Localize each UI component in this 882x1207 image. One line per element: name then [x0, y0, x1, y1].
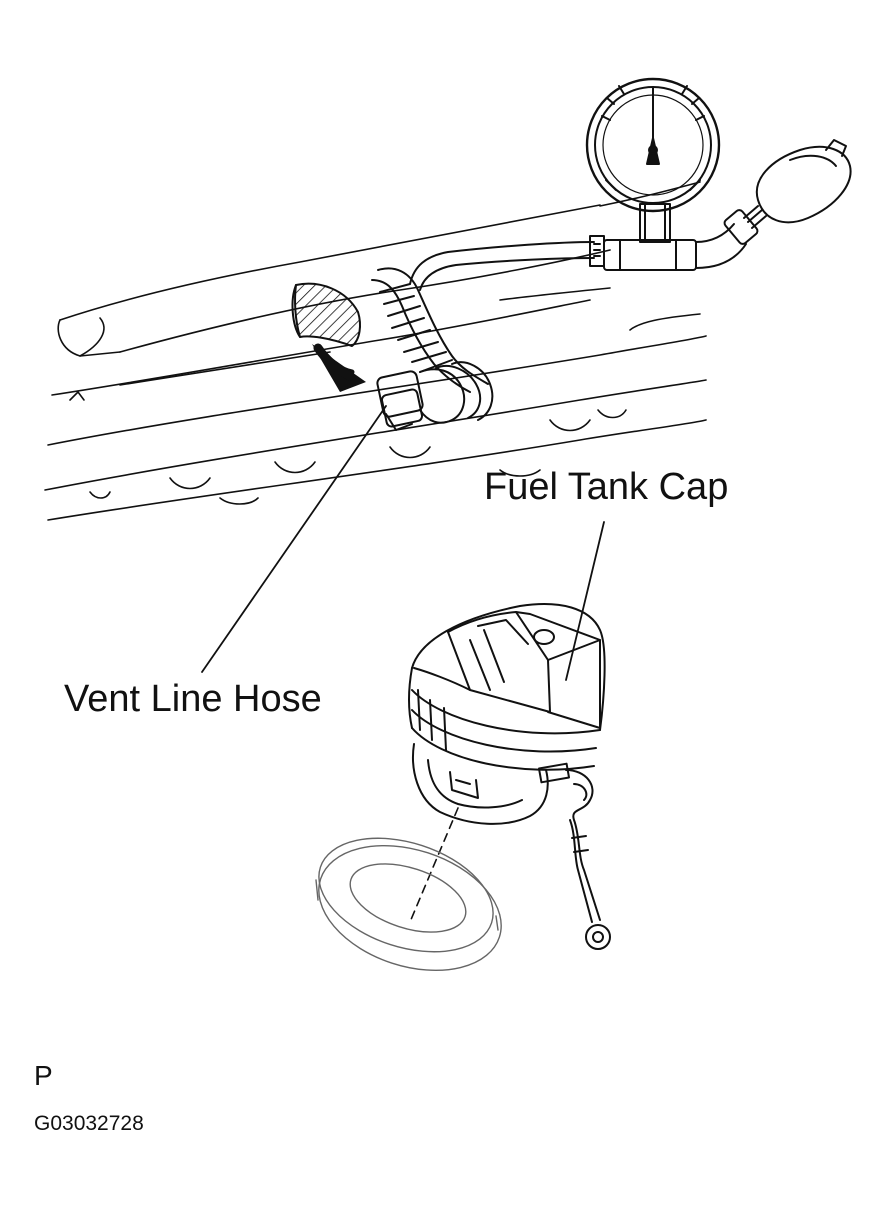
view-code-label: P	[34, 1060, 53, 1091]
hand-pump-bulb-icon	[696, 140, 851, 268]
gauge-tube	[410, 236, 604, 290]
filler-opening	[293, 284, 360, 346]
pressure-gauge-icon	[587, 79, 719, 211]
vent-line-hose-label: Vent Line Hose	[64, 678, 322, 720]
tee-fitting	[604, 204, 696, 270]
figure-id-label: G03032728	[34, 1112, 144, 1135]
filler-neck-ring	[303, 818, 518, 992]
vehicle-frame-lines	[45, 182, 706, 520]
fuel-tank-cap	[409, 604, 610, 949]
leader-vent-line-hose	[202, 406, 386, 672]
direction-arrow-icon	[312, 344, 366, 392]
leader-lines	[202, 406, 604, 680]
leader-fuel-tank-cap	[566, 522, 604, 680]
vent-line-hose	[372, 268, 492, 430]
alignment-dashed-line	[410, 808, 458, 922]
fuel-tank-cap-label: Fuel Tank Cap	[484, 466, 729, 508]
